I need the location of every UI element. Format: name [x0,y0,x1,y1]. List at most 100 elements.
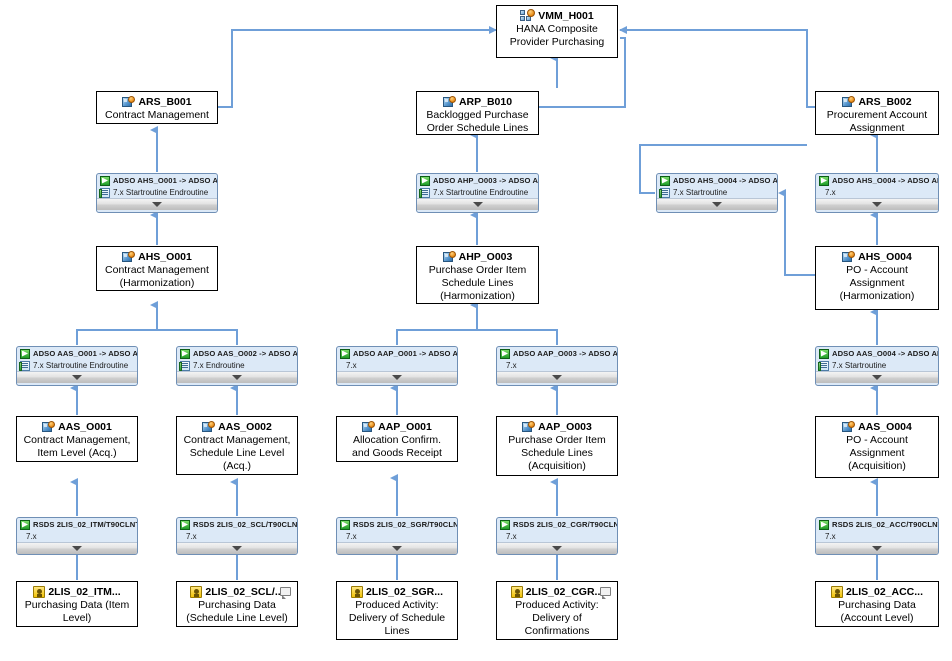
object-aas-o001[interactable]: AAS_O001 Contract Management, Item Level… [16,416,138,462]
transformation-flag-icon [100,175,110,186]
object-ars-b002[interactable]: ARS_B002 Procurement Account Assignment [815,91,939,135]
object-description: Contract Management (Harmonization) [105,264,209,289]
transformation-aap003-ahp003[interactable]: ADSO AAP_O003 -> ADSO AH... 7.x [496,346,618,386]
transformation-detail-row: 7.x [346,361,357,370]
object-title: AAS_O001 [19,420,135,434]
object-description: Allocation Confirm. and Goods Receipt [352,434,442,459]
transformation-detail-row: 7.x Startroutine [816,359,938,371]
object-aas-o002[interactable]: AAS_O002 Contract Management, Schedule L… [176,416,298,475]
expand-handle[interactable] [816,198,938,210]
transformation-detail-row: 7.x [506,361,517,370]
expand-handle[interactable] [17,542,137,554]
object-description: PO - Account Assignment (Harmonization) [839,264,915,302]
object-ahs-o004[interactable]: AHS_O004 PO - Account Assignment (Harmon… [815,246,939,310]
object-datasource-sgr[interactable]: 2LIS_02_SGR... Produced Activity: Delive… [336,581,458,640]
object-arp-b010[interactable]: ARP_B010 Backlogged Purchase Order Sched… [416,91,539,135]
transformation-rsds-scl[interactable]: RSDS 2LIS_02_SCL/T90CLNTO... 7.x [176,517,298,555]
expand-handle[interactable] [497,542,617,554]
comment-note-icon[interactable] [600,587,611,599]
object-title: 2LIS_02_SGR... [339,585,455,599]
transformation-ahp003-arp010[interactable]: ADSO AHP_O003 -> ADSO AR... 7.x Startrou… [416,173,539,213]
expand-handle[interactable] [497,371,617,383]
object-title: AHS_O004 [818,250,936,264]
transformation-name-row: ADSO AHS_O004 -> ADSO AR... [657,174,777,186]
transformation-flag-icon [819,519,829,530]
transformation-name-row: ADSO AAP_O003 -> ADSO AH... [497,347,617,359]
object-title: 2LIS_02_ACC... [818,585,936,599]
routine-icon [99,187,110,198]
object-datasource-scl[interactable]: 2LIS_02_SCL/... Purchasing Data (Schedul… [176,581,298,627]
transformation-rsds-sgr[interactable]: RSDS 2LIS_02_SGR/T90CLNTO... 7.x [336,517,458,555]
transformation-detail-row: 7.x Endroutine [177,359,297,371]
transformation-ahs004-arp010[interactable]: ADSO AHS_O004 -> ADSO AR... 7.x Startrou… [656,173,778,213]
transformation-name-row: ADSO AHS_O001 -> ADSO AR... [97,174,217,186]
transformation-detail-row: 7.x [825,188,836,197]
expand-handle[interactable] [177,542,297,554]
object-datasource-cgr[interactable]: 2LIS_02_CGR... Produced Activity: Delive… [496,581,618,640]
transformation-aap001-ahp003[interactable]: ADSO AAP_O001 -> ADSO AH... 7.x [336,346,458,386]
expand-handle[interactable] [816,542,938,554]
transformation-aas001-ahs001[interactable]: ADSO AAS_O001 -> ADSO AH... 7.x Startrou… [16,346,138,386]
transformation-flag-icon [20,348,30,359]
object-description: Purchasing Data (Item Level) [24,599,130,624]
object-title: 2LIS_02_ITM... [19,585,135,599]
object-title: AHP_O003 [419,250,536,264]
transformation-aas004-ahs004[interactable]: ADSO AAS_O004 -> ADSO AH... 7.x Startrou… [815,346,939,386]
datasource-icon [33,586,46,598]
transformation-rsds-acc[interactable]: RSDS 2LIS_02_ACC/T90CLNTO... 7.x [815,517,939,555]
expand-handle[interactable] [417,198,538,210]
comment-note-icon[interactable] [280,587,291,599]
transformation-flag-icon [500,519,510,530]
object-description: Contract Management [105,109,209,121]
object-title: AAS_O002 [179,420,295,434]
object-aap-o003[interactable]: AAP_O003 Purchase Order Item Schedule Li… [496,416,618,476]
transformation-flag-icon [20,519,30,530]
object-title: VMM_H001 [499,9,615,23]
transformation-flag-icon [180,519,190,530]
transformation-aas002-ahs001[interactable]: ADSO AAS_O002 -> ADSO AH... 7.x Endrouti… [176,346,298,386]
object-title: AAP_O001 [339,420,455,434]
transformation-name-row: ADSO AAS_O002 -> ADSO AH... [177,347,297,359]
object-ahs-o001[interactable]: AHS_O001 Contract Management (Harmonizat… [96,246,218,291]
expand-handle[interactable] [17,371,137,383]
infoprovider-cube-icon [522,421,536,433]
transformation-name-row: ADSO AAS_O001 -> ADSO AH... [17,347,137,359]
object-ahp-o003[interactable]: AHP_O003 Purchase Order Item Schedule Li… [416,246,539,304]
transformation-rsds-cgr[interactable]: RSDS 2LIS_02_CGR/T90CLNTO... 7.x [496,517,618,555]
expand-handle[interactable] [177,371,297,383]
object-datasource-acc[interactable]: 2LIS_02_ACC... Purchasing Data (Account … [815,581,939,627]
object-title: AAS_O004 [818,420,936,434]
object-description: Produced Activity: Delivery of Schedule … [348,599,446,637]
expand-handle[interactable] [657,198,777,210]
transformation-rsds-itm[interactable]: RSDS 2LIS_02_ITM/T90CLNTO... 7.x [16,517,138,555]
object-title: 2LIS_02_SCL/... [179,585,295,599]
transformation-detail-row: 7.x Startroutine Endroutine [17,359,137,371]
transformation-flag-icon [819,348,829,359]
expand-handle[interactable] [337,371,457,383]
transformation-name-row: RSDS 2LIS_02_ACC/T90CLNTO... [816,518,938,530]
transformation-ahs001-ars001[interactable]: ADSO AHS_O001 -> ADSO AR... 7.x Startrou… [96,173,218,213]
transformation-ahs004-ars002[interactable]: ADSO AHS_O004 -> ADSO AR... 7.x [815,173,939,213]
transformation-name-row: RSDS 2LIS_02_SCL/T90CLNTO... [177,518,297,530]
transformation-detail-row: 7.x Startroutine [657,186,777,198]
object-description: Purchase Order Item Schedule Lines (Acqu… [508,434,606,472]
datasource-icon [510,586,523,598]
object-title: AAP_O003 [499,420,615,434]
object-datasource-itm[interactable]: 2LIS_02_ITM... Purchasing Data (Item Lev… [16,581,138,627]
object-aap-o001[interactable]: AAP_O001 Allocation Confirm. and Goods R… [336,416,458,462]
object-title: 2LIS_02_CGR... [499,585,615,599]
infoprovider-cube-icon [442,251,456,263]
expand-handle[interactable] [337,542,457,554]
expand-handle[interactable] [97,198,217,210]
expand-handle[interactable] [816,371,938,383]
object-aas-o004[interactable]: AAS_O004 PO - Account Assignment (Acquis… [815,416,939,478]
object-vmm-h001[interactable]: VMM_H001 HANA Composite Provider Purchas… [496,5,618,58]
datasource-icon [350,586,363,598]
transformation-detail-row: 7.x [186,532,197,541]
object-ars-b001[interactable]: ARS_B001 Contract Management [96,91,218,124]
infoprovider-cube-icon [842,251,856,263]
object-title: ARS_B001 [99,95,215,109]
object-description: Produced Activity: Delivery of Confirmat… [515,599,599,637]
object-description: Purchasing Data (Schedule Line Level) [186,599,288,624]
